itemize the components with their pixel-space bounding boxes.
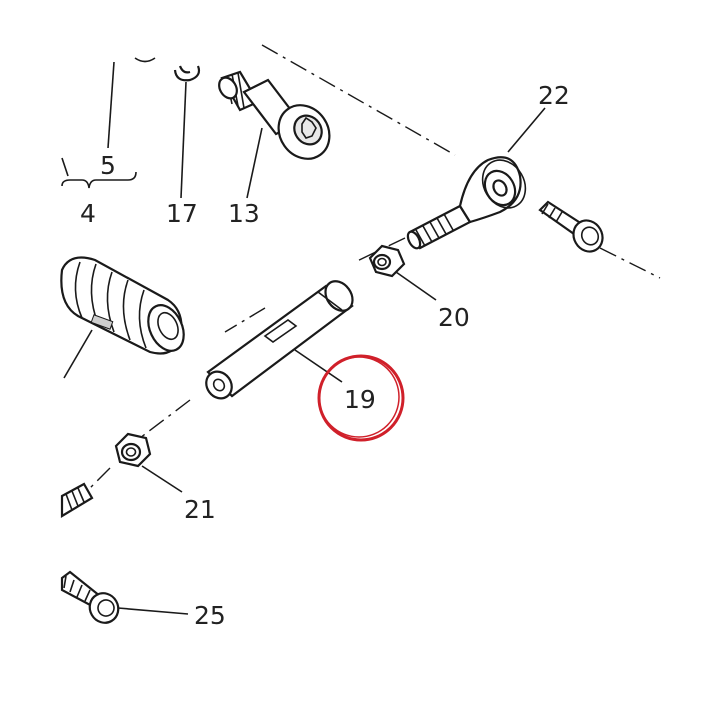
callout-21: 21: [184, 495, 216, 524]
boot-leader: [63, 329, 93, 379]
leader-13: [246, 127, 263, 199]
callout-20: 20: [438, 303, 470, 332]
bolt-25: [60, 570, 120, 624]
rubber-boot: [60, 256, 185, 355]
threaded-stud-left: [60, 482, 94, 518]
leader-22: [507, 107, 546, 153]
leader-21: [141, 465, 183, 493]
shoulder-bolt-13: [218, 70, 331, 160]
nut-20: [368, 244, 406, 278]
callout-22: 22: [538, 81, 570, 110]
leader-20: [395, 271, 437, 301]
leader-25: [117, 607, 189, 615]
callout-17: 17: [166, 199, 198, 228]
rod-end-bolt: [538, 200, 604, 253]
leader-19: [294, 349, 343, 383]
leader-17: [180, 81, 187, 199]
callout-5: 5: [100, 151, 116, 180]
leader-5: [107, 61, 115, 149]
snap-ring-17: [173, 65, 201, 82]
push-rod-19: [205, 280, 354, 400]
callout-25: 25: [194, 601, 226, 630]
partial-part-top: [134, 57, 156, 63]
callout-19: 19: [344, 385, 376, 414]
rod-end-22: [406, 156, 527, 250]
callout-13: 13: [228, 199, 260, 228]
callout-4: 4: [80, 199, 96, 228]
highlight-circle-inner: [318, 356, 400, 438]
brace-4: [61, 171, 137, 189]
nut-21: [114, 432, 152, 468]
leader-4-left: [61, 157, 69, 177]
assembly-axis: [89, 44, 661, 489]
